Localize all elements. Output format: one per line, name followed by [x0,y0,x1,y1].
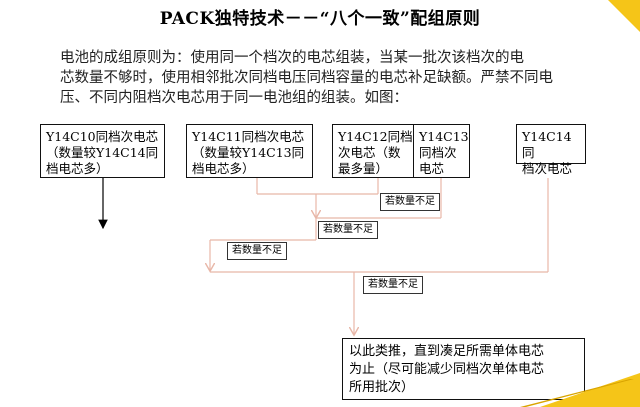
box-y14c12: Y14C12同档 次电芯（数 最多量） [332,124,419,178]
corner-decoration-top [608,0,640,32]
intro-line-1: 电池的成组原则为：使用同一个档次的电芯组装，当某一批次该档次的电 [60,50,524,66]
box-y14c11: Y14C11同档次电芯 （数量较Y14C13同 档电芯多） [186,124,313,178]
box-y14c13: Y14C13 同档次 电芯 [413,124,470,178]
box-y14c14: Y14C14同 档次电芯 [516,124,586,176]
note-insufficient-2: 若数量不足 [318,221,378,239]
note-insufficient-1: 若数量不足 [380,193,440,211]
note-insufficient-3: 若数量不足 [227,242,287,260]
page-title: PACK独特技术－－“八个一致”配组原则 [159,9,481,29]
intro-paragraph: 电池的成组原则为：使用同一个档次的电芯组装，当某一批次该档次的电 芯数量不够时，… [60,48,620,108]
box-result: 以此类推，直到凑足所需单体电芯 为止（尽可能减少同档次单体电芯 所用批次） [342,338,585,400]
intro-line-2: 芯数量不够时，使用相邻批次同档电压同档容量的电芯补足缺额。严禁不同电 [60,70,553,86]
box-y14c10: Y14C10同档次电芯 （数量较Y14C14同 档电芯多） [40,124,165,178]
intro-line-3: 压、不同内阻档次电芯用于同一电池组的组装。如图： [60,90,408,106]
corner-decoration-bottom [520,373,640,407]
note-insufficient-4: 若数量不足 [363,276,423,294]
